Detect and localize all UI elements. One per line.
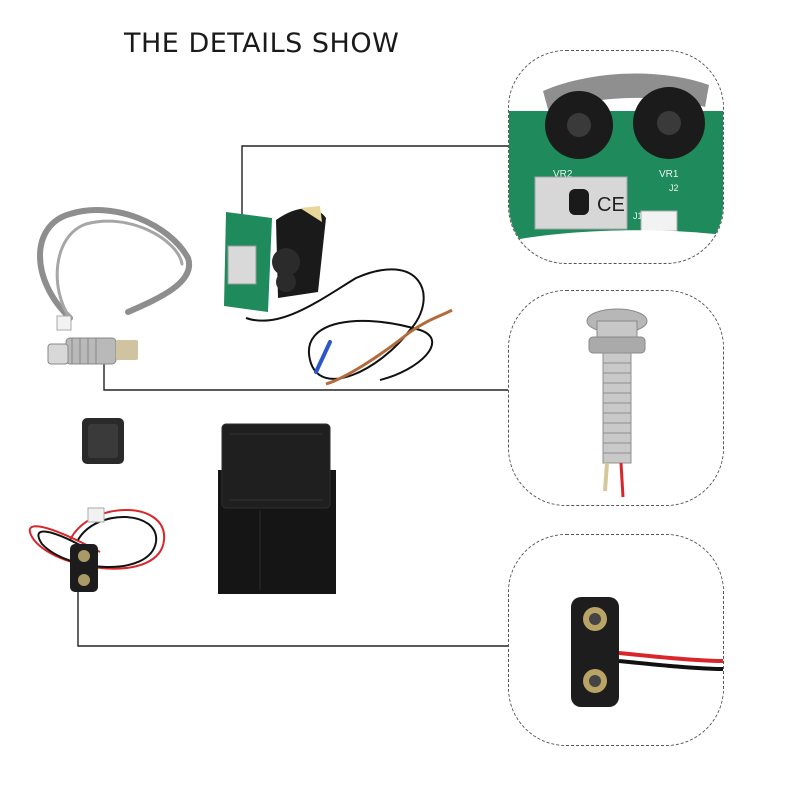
label-vr2: VR2 (553, 169, 573, 180)
preamp-board-closeup: VR2 VR1 CE J1 J2 (509, 51, 723, 263)
leader-line-battery (77, 592, 512, 647)
board-connector (640, 210, 678, 232)
cable-connector (56, 315, 72, 331)
leader-lines (77, 145, 512, 647)
preamp-board-small (224, 206, 326, 312)
output-jack-small (47, 337, 138, 365)
callout-preamp-board: VR2 VR1 CE J1 J2 (508, 50, 724, 264)
label-j2: J2 (669, 183, 679, 193)
battery-pouch (218, 423, 336, 594)
battery-clip-small (28, 507, 166, 592)
gray-cable (37, 207, 193, 321)
callout-battery-clip (508, 534, 724, 746)
svg-text:CE: CE (597, 194, 625, 216)
preamp-wires (245, 268, 453, 386)
label-j1: J1 (633, 211, 643, 221)
battery-clip-closeup (509, 535, 723, 745)
leader-line-preamp (241, 145, 512, 230)
leader-line-jack (103, 352, 512, 391)
output-jack-closeup (509, 291, 723, 505)
page-title: THE DETAILS SHOW (124, 28, 400, 59)
callout-output-jack (508, 290, 724, 506)
label-vr1: VR1 (659, 169, 679, 180)
